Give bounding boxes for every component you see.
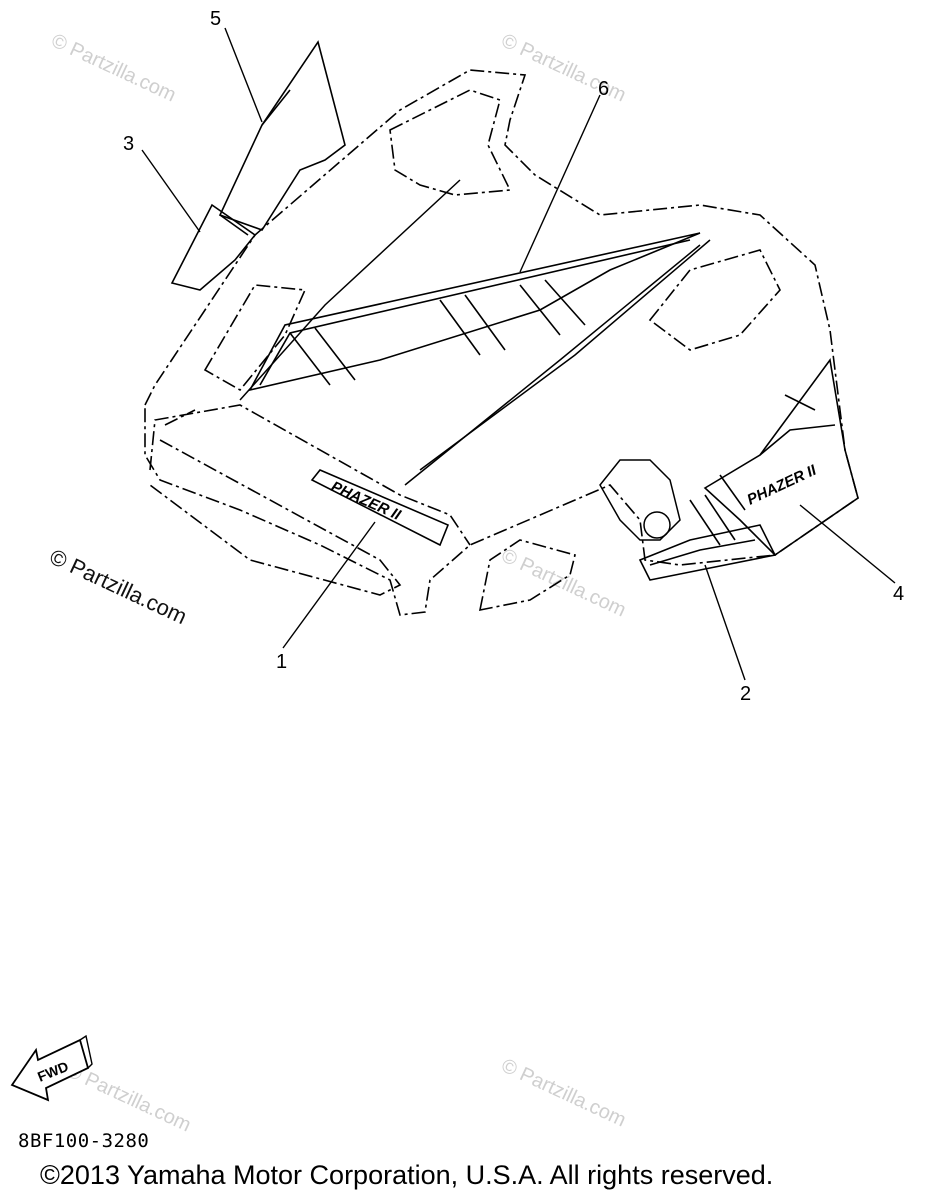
decal-3 xyxy=(170,203,257,291)
callout-1: 1 xyxy=(276,651,287,673)
callout-numbers: 1 2 3 4 5 6 xyxy=(123,8,904,705)
callout-3: 3 xyxy=(123,133,134,155)
callout-6: 6 xyxy=(598,78,609,100)
watermark-main: © Partzilla.com xyxy=(46,544,191,629)
decal-2-4-side xyxy=(638,358,859,581)
callout-4: 4 xyxy=(893,583,904,605)
part-code: 8BF100-3280 xyxy=(18,1130,150,1152)
callout-2: 2 xyxy=(740,683,751,705)
callout-leaders xyxy=(141,27,896,681)
decal-5 xyxy=(218,40,346,231)
hood-details xyxy=(239,179,711,541)
emblem-text-side: PHAZER II xyxy=(745,462,820,509)
fwd-arrow: FWD xyxy=(10,1034,93,1102)
copyright-notice: ©2013 Yamaha Motor Corporation, U.S.A. A… xyxy=(40,1160,774,1190)
watermarks: © Partzilla.com © Partzilla.com © Partzi… xyxy=(46,30,629,1137)
decal-6-stripe xyxy=(248,232,701,392)
watermark-1: © Partzilla.com xyxy=(48,30,179,107)
watermark-5: © Partzilla.com xyxy=(498,1055,629,1132)
callout-5: 5 xyxy=(210,8,221,30)
watermark-3: © Partzilla.com xyxy=(498,545,629,622)
decal-1-emblem: PHAZER II xyxy=(310,469,450,547)
hood-outline xyxy=(144,69,859,616)
